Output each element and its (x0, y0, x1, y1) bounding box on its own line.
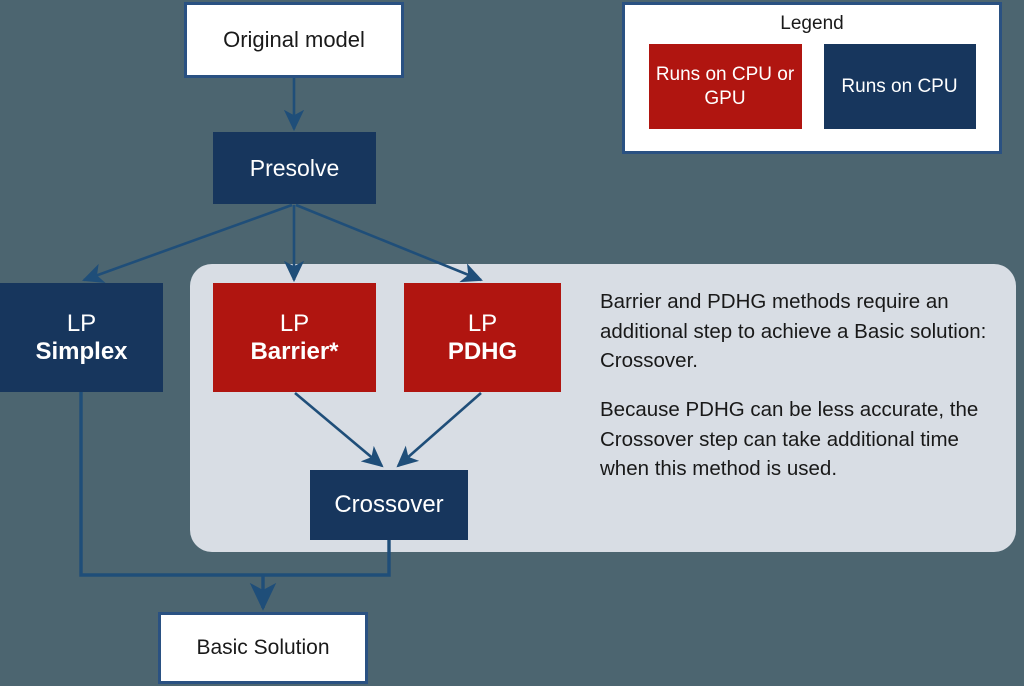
legend-swatch-cpu-or-gpu-label: Runs on CPU or GPU (655, 63, 795, 109)
node-lp-pdhg-line2: PDHG (447, 337, 518, 365)
explanation-paragraph-2: Because PDHG can be less accurate, the C… (600, 398, 979, 481)
node-original-model[interactable]: Original model (184, 2, 404, 78)
node-basic-solution[interactable]: Basic Solution (158, 612, 368, 684)
node-lp-barrier[interactable]: LP Barrier* (213, 283, 376, 392)
node-lp-simplex[interactable]: LP Simplex (0, 283, 163, 392)
node-basic-solution-label: Basic Solution (196, 635, 330, 659)
node-lp-barrier-line2: Barrier* (250, 337, 339, 365)
legend-box: Legend Runs on CPU or GPU Runs on CPU (622, 2, 1002, 154)
legend-swatch-cpu-only-label: Runs on CPU (841, 75, 958, 97)
node-lp-pdhg[interactable]: LP PDHG (404, 283, 561, 392)
node-lp-simplex-line1: LP (66, 309, 97, 337)
legend-swatch-cpu-or-gpu: Runs on CPU or GPU (648, 44, 802, 129)
node-crossover-label: Crossover (334, 491, 444, 519)
legend-title: Legend (780, 13, 844, 34)
explanation-paragraph-1: Barrier and PDHG methods require an addi… (600, 290, 987, 373)
node-lp-pdhg-line1: LP (467, 309, 498, 337)
legend-swatch-row: Runs on CPU or GPU Runs on CPU (625, 44, 999, 129)
node-presolve-label: Presolve (249, 154, 340, 181)
node-crossover[interactable]: Crossover (310, 470, 468, 540)
node-original-model-label: Original model (223, 27, 365, 53)
legend-swatch-cpu-only: Runs on CPU (823, 44, 976, 129)
node-lp-simplex-line2: Simplex (35, 337, 128, 365)
node-lp-barrier-line1: LP (279, 309, 310, 337)
node-presolve[interactable]: Presolve (213, 132, 376, 204)
